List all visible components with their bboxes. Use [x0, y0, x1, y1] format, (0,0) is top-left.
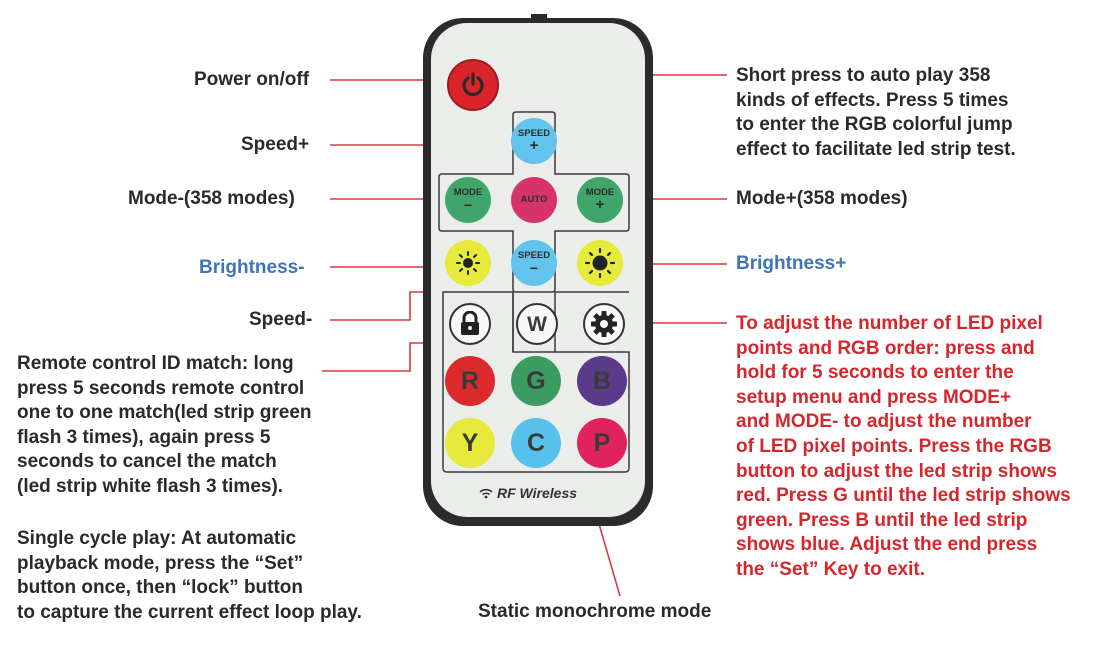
speed-plus-button[interactable]: SPEED +	[511, 118, 557, 164]
speed-minus-button[interactable]: SPEED −	[511, 240, 557, 286]
label-brightness-minus: Brightness-	[199, 257, 305, 278]
auto-text: AUTO	[520, 194, 548, 206]
white-button-label: W	[527, 312, 547, 336]
mode-plus-sign: +	[595, 196, 605, 214]
power-icon	[462, 72, 484, 97]
green-button[interactable]: G	[511, 356, 561, 406]
cyan-button[interactable]: C	[511, 418, 561, 468]
label-auto-play: Short press to auto play 358 kinds of ef…	[736, 65, 1016, 160]
auto-button[interactable]: AUTO	[511, 177, 557, 223]
speed-plus-sign: +	[529, 137, 539, 155]
red-button[interactable]: R	[445, 356, 495, 406]
label-set-menu: To adjust the number of LED pixel points…	[736, 313, 1071, 580]
red-button-label: R	[460, 366, 480, 395]
sun-large-icon	[584, 247, 616, 279]
yellow-button-label: Y	[461, 428, 479, 457]
label-power: Power on/off	[194, 69, 310, 90]
brightness-minus-button[interactable]	[445, 240, 491, 286]
label-static-mode: Static monochrome mode	[478, 601, 712, 622]
green-button-label: G	[526, 366, 546, 395]
label-mode-minus: Mode-(358 modes)	[128, 188, 295, 209]
label-speed-minus: Speed-	[249, 309, 313, 330]
speed-plus-text: SPEED	[517, 127, 551, 139]
label-mode-plus: Mode+(358 modes)	[736, 188, 908, 209]
label-speed-plus: Speed+	[241, 134, 310, 155]
gear-icon	[591, 311, 617, 337]
wifi-icon	[479, 488, 493, 499]
mode-minus-button[interactable]: MODE −	[445, 177, 491, 223]
purple-button[interactable]: P	[577, 418, 627, 468]
white-button[interactable]: W	[516, 303, 558, 345]
brand-text: RF Wireless	[497, 485, 578, 501]
sun-small-icon	[456, 251, 480, 275]
set-button[interactable]	[583, 303, 625, 345]
mode-minus-text: MODE	[453, 187, 483, 199]
label-single-cycle: Single cycle play: At automatic playback…	[17, 528, 362, 623]
label-brightness-plus: Brightness+	[736, 253, 847, 274]
purple-button-label: P	[593, 428, 611, 457]
power-button[interactable]	[447, 59, 499, 111]
brand-label: RF Wireless	[479, 485, 577, 501]
blue-button[interactable]: B	[577, 356, 627, 406]
speed-minus-sign: −	[529, 259, 539, 276]
cyan-button-label: C	[526, 428, 546, 457]
mode-plus-button[interactable]: MODE +	[577, 177, 623, 223]
remote-control: SPEED + MODE − AUTO MODE + SPEED −	[423, 14, 653, 526]
lock-icon	[461, 311, 479, 335]
yellow-button[interactable]: Y	[445, 418, 495, 468]
lock-button[interactable]	[449, 303, 491, 345]
blue-button-label: B	[592, 366, 612, 395]
label-id-match: Remote control ID match: long press 5 se…	[17, 353, 312, 497]
speed-minus-text: SPEED	[517, 250, 551, 262]
mode-minus-sign: −	[463, 196, 473, 213]
mode-plus-text: MODE	[585, 186, 615, 198]
brightness-plus-button[interactable]	[577, 240, 623, 286]
